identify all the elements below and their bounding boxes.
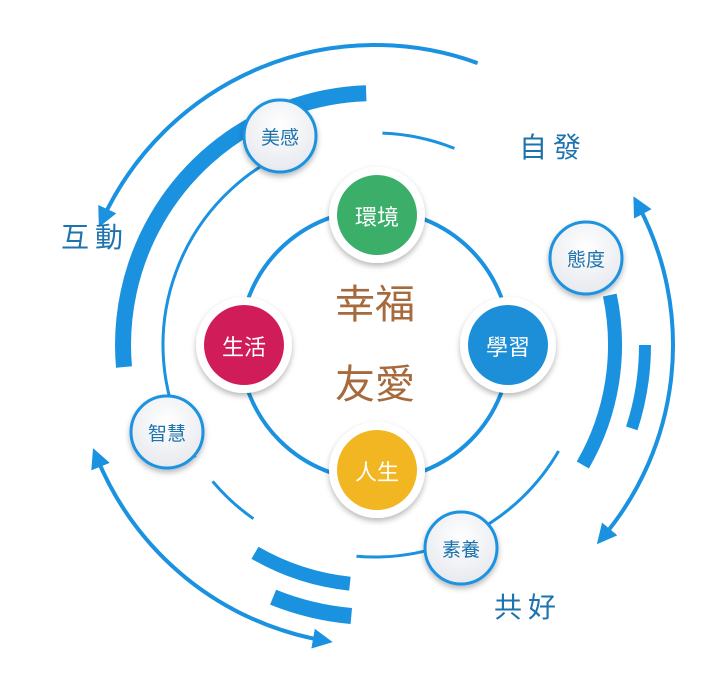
keyword-initiative: 自發 (519, 131, 587, 164)
outer-node-beauty: 美感 (242, 98, 318, 174)
keyword-common-good: 共好 (494, 591, 562, 624)
outer-node-literacy: 素養 (423, 510, 499, 586)
middle-ring-arc (382, 131, 455, 150)
inner-node-label: 人生 (355, 461, 399, 486)
ring-structure (91, 43, 675, 649)
outer-arrow-arc (91, 448, 333, 649)
inner-node-env: 環境 (329, 167, 425, 263)
inner-node-live: 生活 (196, 297, 292, 393)
outer-arrow-arc (98, 43, 479, 228)
center-line-1: 幸福 (335, 282, 415, 328)
inner-node-label: 學習 (486, 336, 530, 361)
center-line-2: 友愛 (335, 362, 415, 408)
thick-band (270, 589, 353, 624)
inner-node-learn: 學習 (460, 297, 556, 393)
outer-node-label: 態度 (567, 249, 605, 271)
inner-node-life2: 人生 (329, 422, 425, 518)
outer-node-label: 智慧 (148, 423, 186, 445)
outer-node-label: 美感 (261, 127, 299, 149)
thick-band (626, 344, 651, 431)
middle-ring-arc (211, 480, 255, 520)
thick-band (251, 546, 351, 591)
thick-band (115, 109, 272, 368)
inner-node-label: 環境 (355, 206, 399, 231)
keyword-interaction: 互動 (61, 221, 129, 254)
outer-arrow-arc (596, 196, 675, 545)
thick-band (576, 293, 623, 469)
outer-node-wisdom: 智慧 (129, 394, 205, 470)
outer-node-label: 素養 (442, 539, 480, 561)
outer-node-attitude: 態度 (548, 220, 624, 296)
inner-node-label: 生活 (222, 336, 266, 361)
